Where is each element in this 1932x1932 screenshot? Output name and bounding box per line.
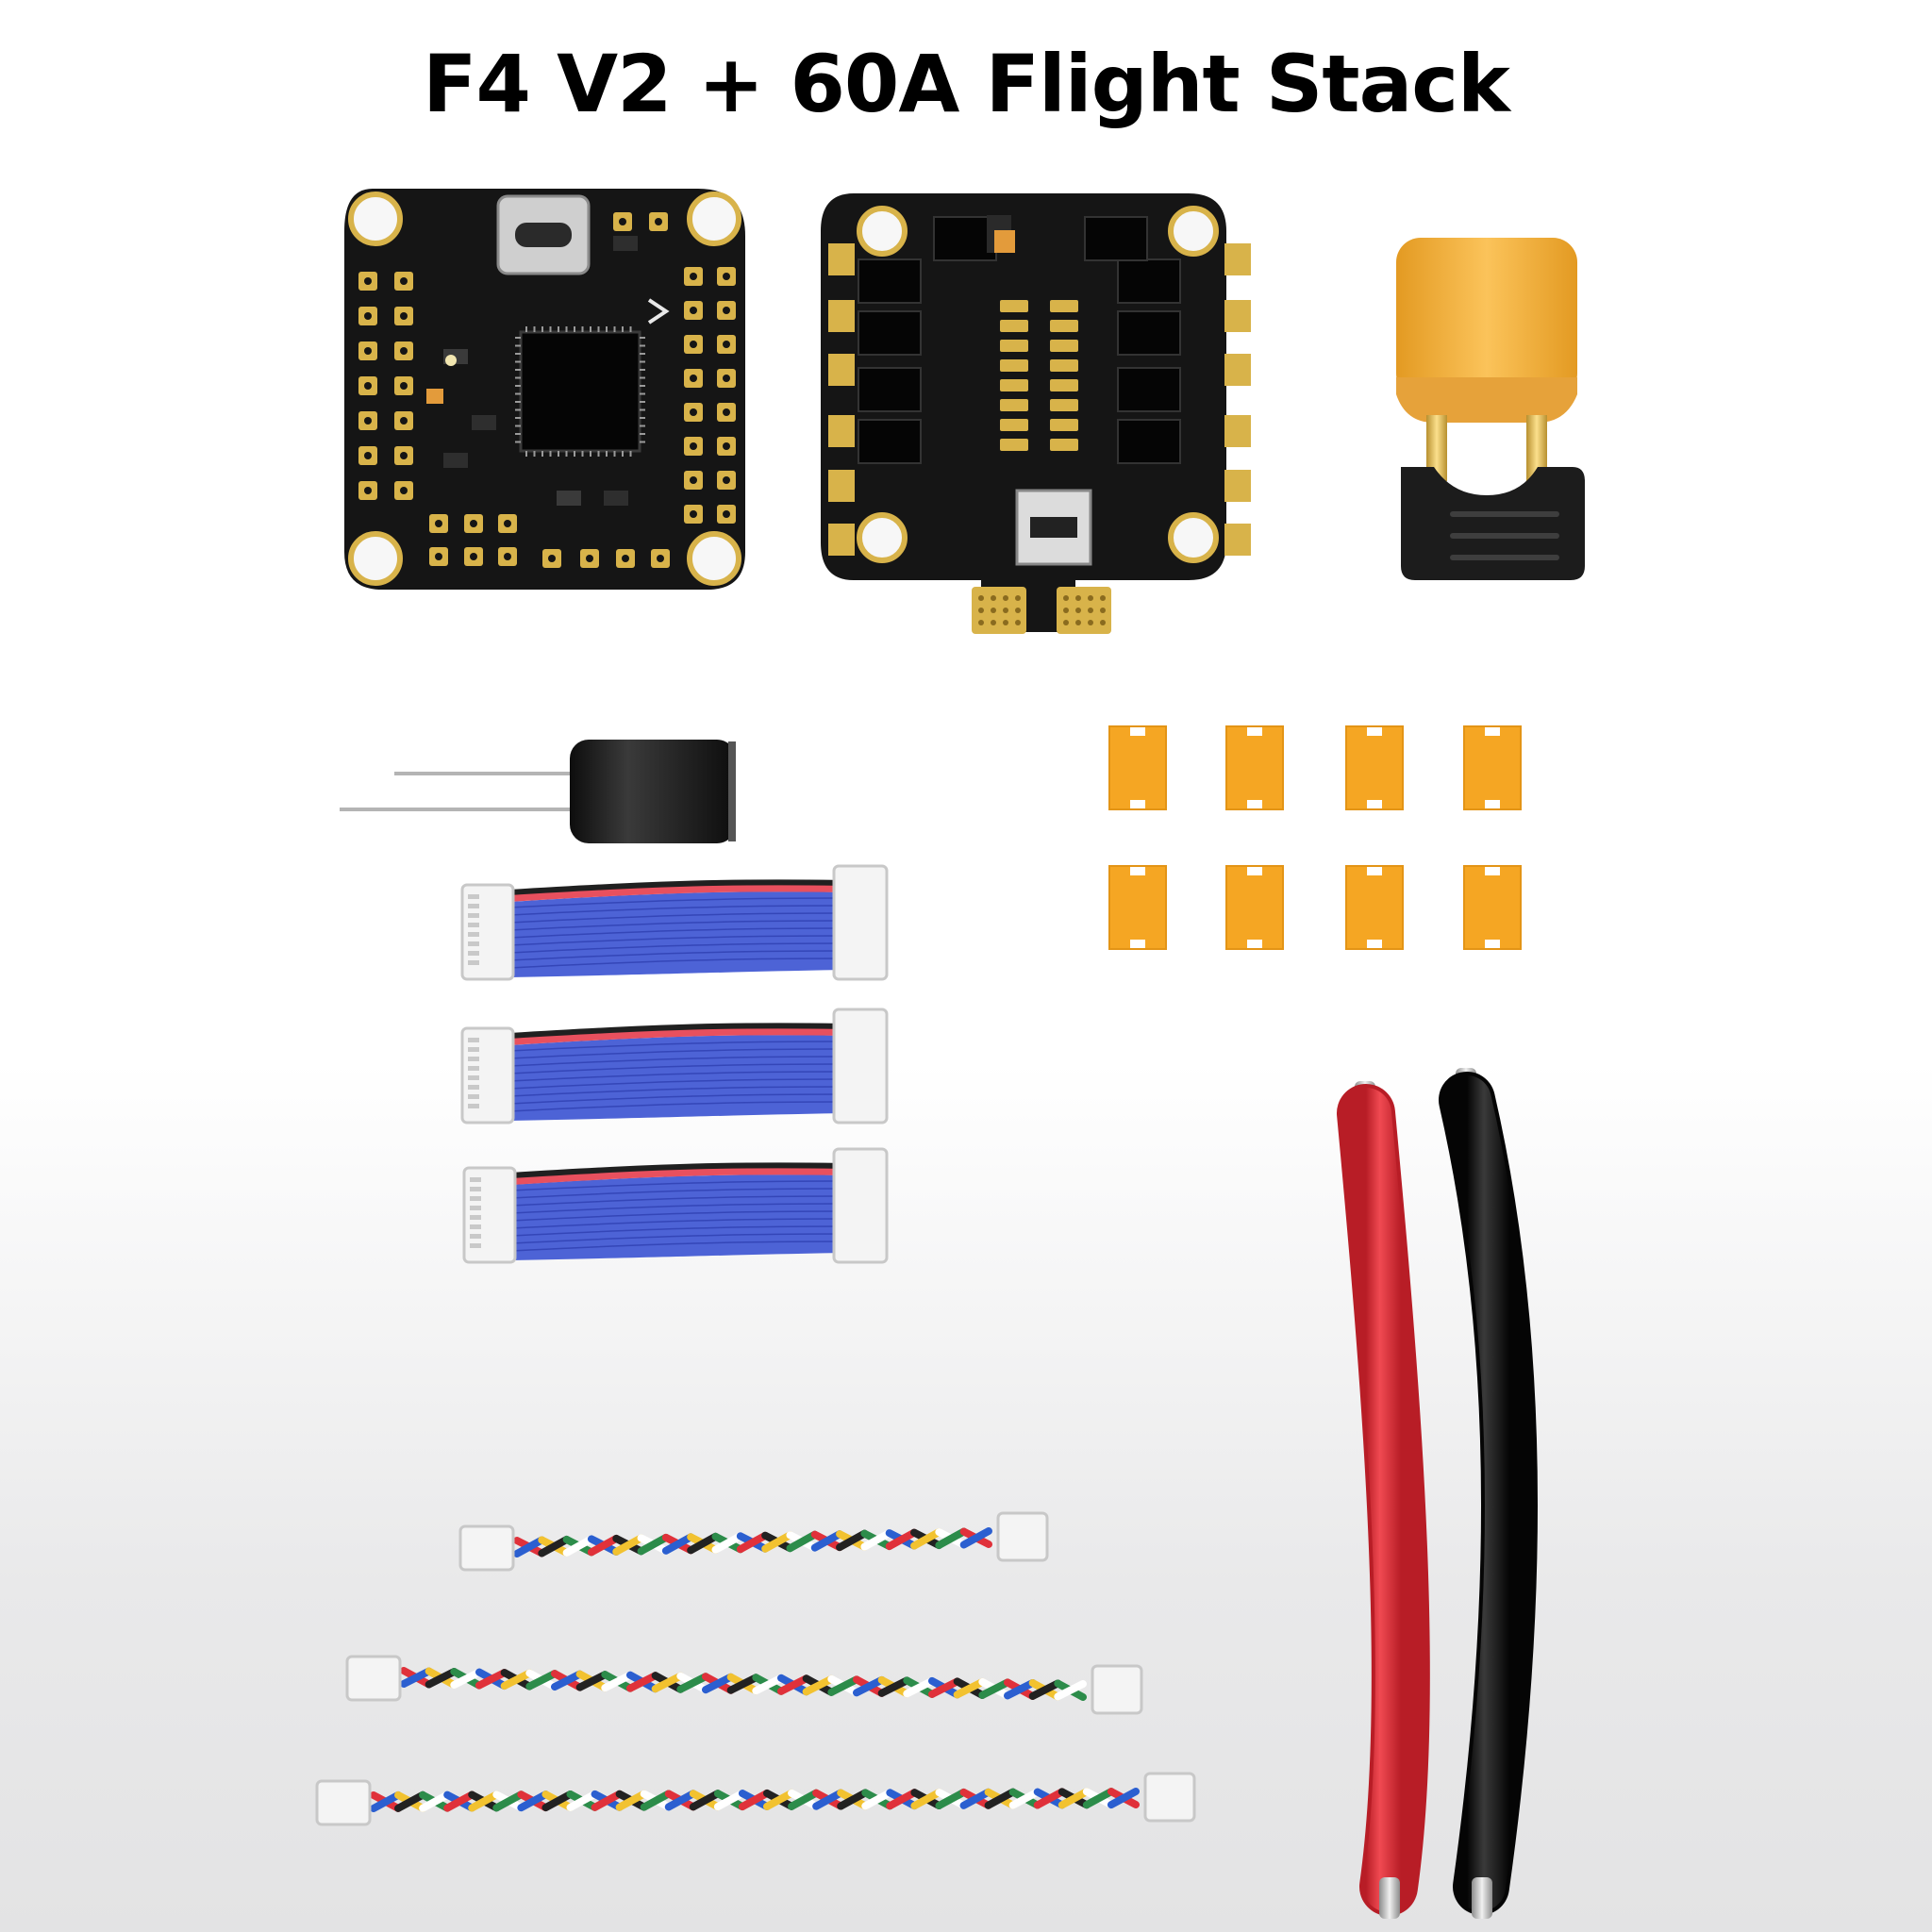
capacitor-icon	[340, 740, 736, 843]
page-title: F4 V2 + 60A Flight Stack	[423, 38, 1510, 130]
pad-protector-icon	[1108, 725, 1522, 950]
esc-board-icon	[821, 193, 1251, 634]
ribbon-cable-icon	[460, 864, 889, 1264]
flight-controller-board-icon	[344, 189, 745, 590]
twisted-cable-icon	[315, 1511, 1196, 1826]
xt60-connector-icon	[1396, 238, 1585, 580]
power-wire-icon	[1337, 1068, 1538, 1919]
